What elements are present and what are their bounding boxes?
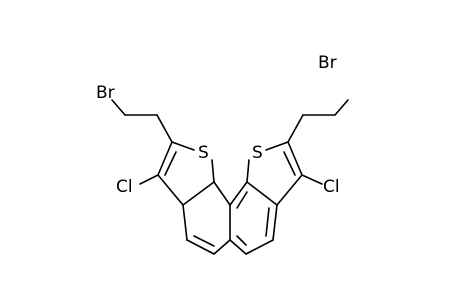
- bond-s-c7a-right: [246, 159, 250, 183]
- bond-c4-c5-left: [186, 239, 215, 255]
- bond-c3-c3a-right: [276, 174, 303, 206]
- chlorine-label-right: Cl: [323, 177, 340, 197]
- bond-c2-s-right: [265, 141, 289, 151]
- bond-c2-c3-left: [157, 141, 173, 176]
- bond-c4-c5-left-inner: [193, 235, 215, 247]
- bond-c2-c3-right: [287, 141, 303, 176]
- bond-thiophene-ch2-right: [287, 114, 304, 143]
- bond-c7-c7a-right-inner: [236, 191, 248, 209]
- bond-c2-c3-left-inner: [164, 151, 177, 176]
- sulfur-label-left: S: [198, 143, 209, 163]
- bond-c3a-c7a-right: [246, 181, 278, 206]
- bond-c3-cl-left: [139, 174, 159, 185]
- bond-c3-c3a-left: [157, 174, 184, 206]
- bond-c4-c3a-right-inner: [265, 207, 270, 237]
- bond-ch2-br-right: [334, 99, 349, 116]
- bond-c3a-c7a-left: [182, 181, 215, 206]
- chlorine-label-left: Cl: [116, 177, 133, 197]
- bond-c2-c3-right-inner: [283, 151, 296, 176]
- sulfur-label-right: S: [252, 143, 263, 163]
- bond-c6-c5-right-inner: [236, 235, 247, 246]
- bromine-label-left: Br: [96, 83, 115, 103]
- bond-c2-s-left: [171, 141, 195, 151]
- bond-s-c7a-left: [211, 159, 215, 183]
- bond-c7-c7a-left: [213, 181, 231, 206]
- bond-c5-c4-right: [245, 239, 274, 255]
- bond-c3a-c4-left: [182, 204, 188, 241]
- bond-c3-cl-right: [301, 174, 323, 185]
- bond-br-ch2-left: [111, 99, 126, 116]
- bond-c4-c3a-right: [272, 204, 278, 241]
- bond-c7-c7a-right: [229, 181, 248, 206]
- bond-c6-c5-right: [229, 239, 247, 255]
- bond-c5-c6-left: [213, 239, 231, 255]
- bromine-label-right: Br: [318, 53, 337, 73]
- bond-ch2-thiophene-left: [156, 114, 173, 143]
